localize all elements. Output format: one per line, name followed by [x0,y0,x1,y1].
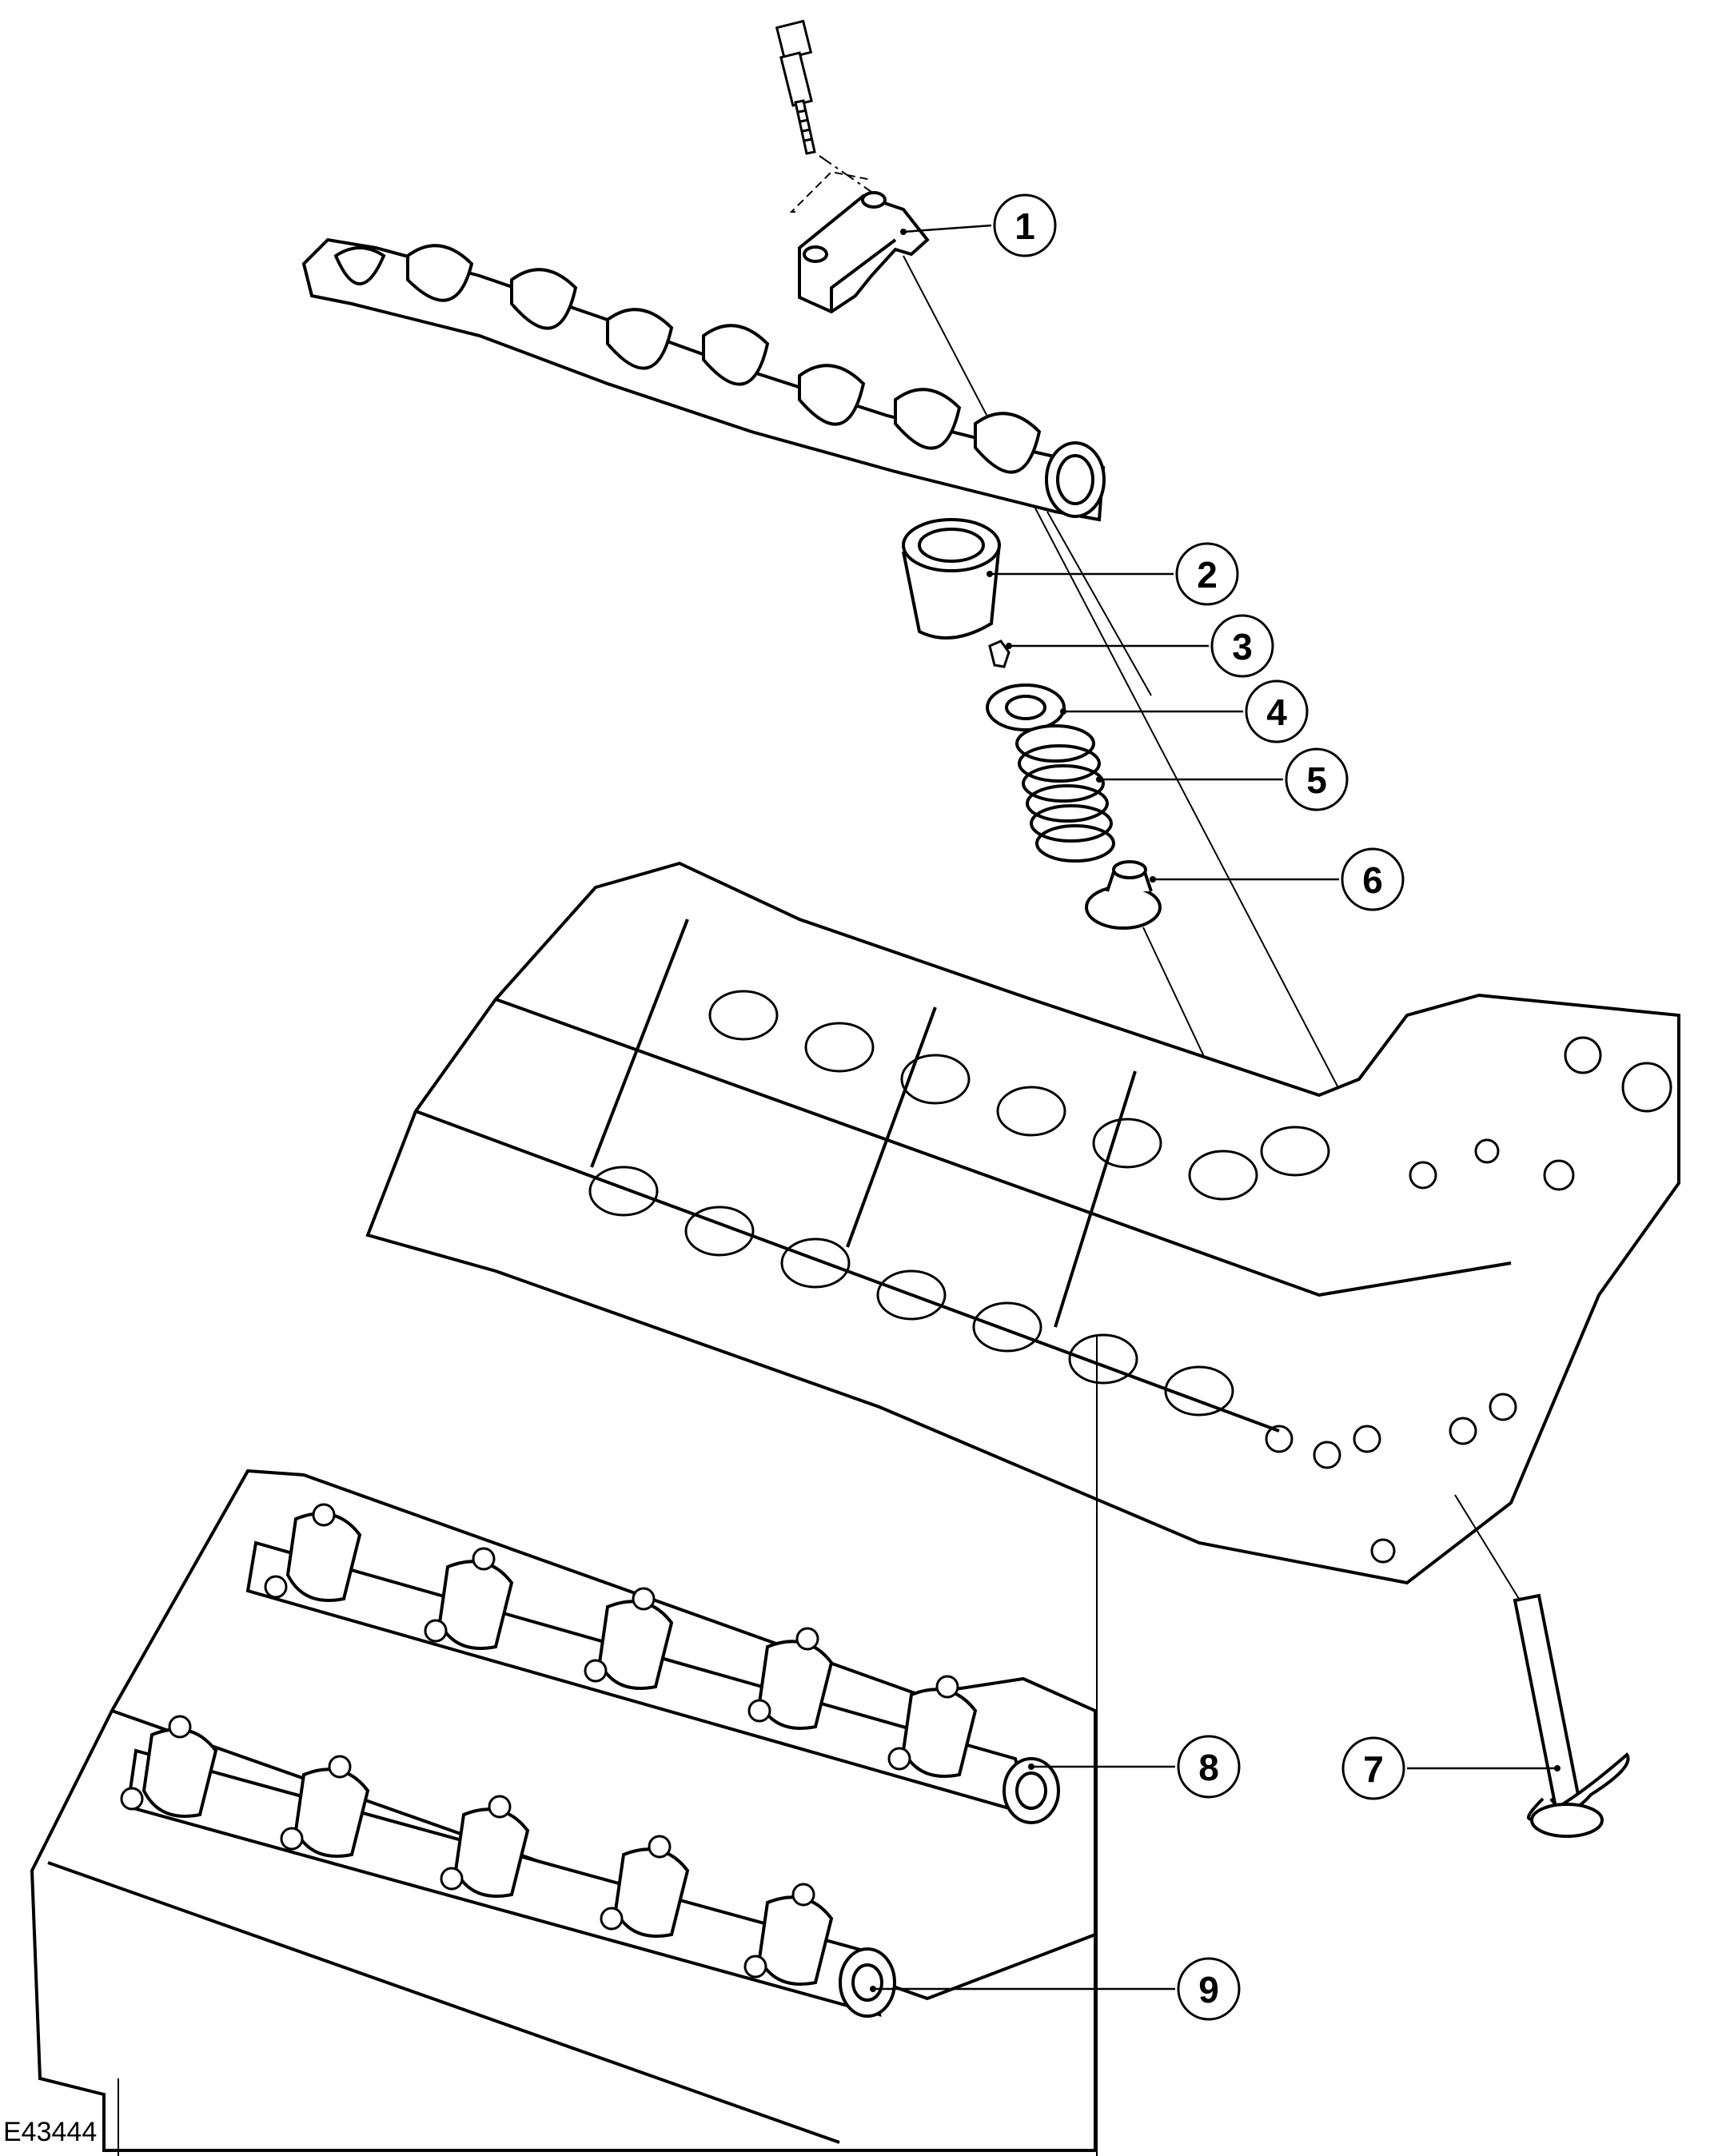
callout-2: 2 [987,542,1239,606]
installed-camshaft-lower [126,1728,896,2018]
valve-collets [988,640,1010,668]
callout-1-label: 1 [1014,205,1035,247]
callout-5-label: 5 [1306,759,1327,801]
callout-1: 1 [900,193,1057,257]
valve-stem-seal [1085,860,1162,930]
callout-9: 9 [870,1957,1241,2021]
bearing-cap [798,191,930,314]
camshaft [301,237,1106,522]
callout-9-label: 9 [1198,1969,1219,2011]
callout-8-label: 8 [1198,1747,1219,1788]
callout-4-label: 4 [1266,691,1287,733]
spring-retainer [986,683,1066,731]
valve-spring [1015,724,1115,863]
cap-alignment-line [903,255,1364,1136]
installed-camshaft-upper [245,1512,1060,1824]
bolt-leader-dashdot [819,155,872,193]
callout-6: 6 [1150,847,1405,911]
callout-4: 4 [1060,679,1309,743]
engine-bolt-heads [120,1503,959,1979]
callout-3: 3 [1006,614,1274,678]
callout-6-label: 6 [1362,859,1383,901]
callout-3-label: 3 [1232,626,1253,668]
tappet [902,518,1001,640]
valve [1513,1593,1630,1838]
figure-id: E43444 [3,2117,98,2147]
callout-7-label: 7 [1363,1748,1384,1790]
cylinder-head-ports [588,990,1672,1564]
cylinder-head [365,861,1680,1585]
callout-8: 8 [1028,1735,1241,1799]
camshaft-axis-line [1046,511,1152,696]
valve-alignment-line [1454,1494,1520,1600]
bolt [775,19,816,155]
callout-7: 7 [1341,1736,1561,1800]
callout-5: 5 [1096,747,1349,811]
cap-bracket-dashed [789,170,872,213]
callout-2-label: 2 [1197,554,1218,596]
